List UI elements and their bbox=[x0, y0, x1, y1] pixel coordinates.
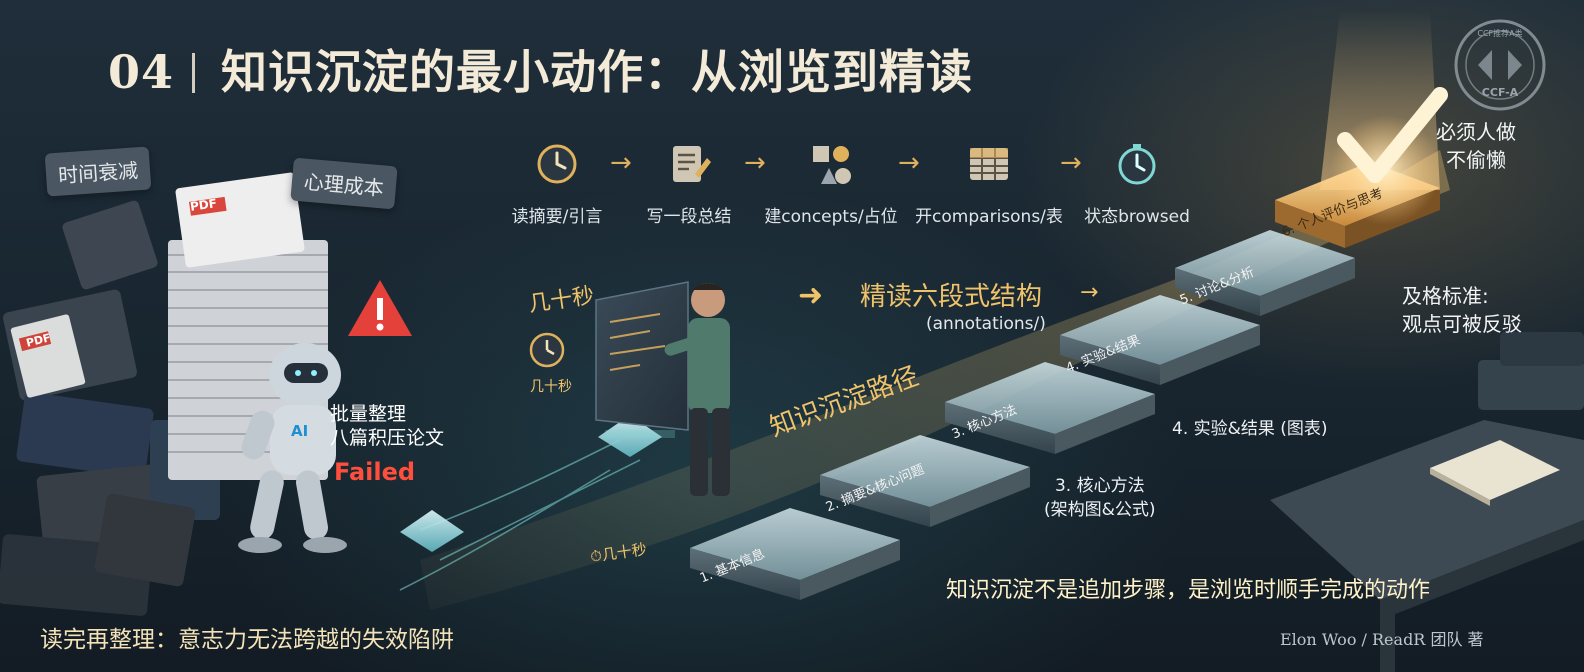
seconds-label: 几十秒 bbox=[530, 379, 572, 395]
method-annotation: 3. 核心方法 (架构图&公式) bbox=[1044, 474, 1156, 522]
must-note-line: 不偷懒 bbox=[1446, 148, 1506, 172]
workflow-step-label: 读摘要/引言 bbox=[511, 207, 603, 227]
method-annotation-line: 3. 核心方法 bbox=[1054, 476, 1145, 496]
robot-task-line: 八篇积压论文 bbox=[330, 427, 445, 449]
timer-icon bbox=[1118, 144, 1156, 185]
tag-psych-cost: 心理成本 bbox=[290, 157, 398, 210]
arrow-right-icon: ➜ bbox=[798, 278, 824, 313]
workflow-step-label: 状态browsed bbox=[1084, 207, 1190, 227]
arrow-right-icon: → bbox=[1080, 280, 1099, 305]
bottom-left-caption: 读完再整理：意志力无法跨越的失效陷阱 bbox=[40, 627, 454, 653]
table-icon bbox=[970, 148, 1008, 180]
title-text: 知识沉淀的最小动作：从浏览到精读 bbox=[221, 45, 974, 99]
workflow-step-label: 写一段总结 bbox=[646, 207, 732, 227]
experiment-annotation: 4. 实验&结果 (图表) bbox=[1172, 419, 1328, 439]
bottom-right-caption: 知识沉淀不是追加步骤，是浏览时顺手完成的动作 bbox=[946, 578, 1431, 603]
author-credit: Elon Woo / ReadR 团队 著 bbox=[1280, 630, 1484, 649]
workflow-step: 读摘要/引言 bbox=[482, 140, 632, 227]
must-note-line: 必须人做 bbox=[1436, 120, 1516, 144]
robot-ai-badge: AI bbox=[291, 422, 309, 440]
workflow-step: 写一段总结 bbox=[614, 140, 764, 227]
shapes-icon bbox=[813, 146, 851, 184]
structure-subtitle: (annotations/) bbox=[926, 314, 1046, 334]
workflow-row: 读摘要/引言 → 写一段总结 → 建concepts/占位 → bbox=[482, 140, 1212, 230]
seal-top-text: CCF推荐A类 bbox=[1477, 29, 1523, 38]
arrow-right-icon: → bbox=[1060, 148, 1082, 178]
workflow-step: 开comparisons/表 bbox=[914, 140, 1064, 227]
notepad-icon bbox=[673, 146, 711, 182]
robot-task: 批量整理 八篇积压论文 bbox=[330, 402, 444, 450]
workflow-step-label: 建concepts/占位 bbox=[764, 207, 898, 227]
clock-icon bbox=[529, 332, 565, 368]
pass-note-line: 观点可被反驳 bbox=[1402, 312, 1522, 336]
arrow-right-icon: → bbox=[610, 148, 632, 178]
must-note: 必须人做 不偷懒 bbox=[1436, 118, 1516, 174]
method-annotation-line: (架构图&公式) bbox=[1044, 500, 1156, 520]
workflow-step-label: 开comparisons/表 bbox=[915, 207, 1063, 227]
seal-bottom-text: CCF-A bbox=[1481, 86, 1519, 99]
title-divider bbox=[192, 53, 196, 93]
pass-note-line: 及格标准: bbox=[1402, 284, 1489, 308]
clock-icon bbox=[537, 144, 577, 184]
page-title: 04 知识沉淀的最小动作：从浏览到精读 bbox=[108, 36, 973, 102]
title-number: 04 bbox=[108, 45, 175, 99]
tag-time-decay: 时间衰减 bbox=[44, 146, 152, 197]
arrow-right-icon: → bbox=[898, 148, 920, 178]
robot-task-line: 批量整理 bbox=[330, 403, 407, 425]
pass-note: 及格标准: 观点可被反驳 bbox=[1402, 282, 1522, 338]
structure-title: 精读六段式结构 bbox=[860, 282, 1043, 312]
workflow-step: 建concepts/占位 bbox=[756, 140, 906, 227]
arrow-right-icon: → bbox=[744, 148, 766, 178]
workflow-step: 状态browsed bbox=[1062, 140, 1212, 227]
robot-status-failed: Failed bbox=[334, 458, 416, 486]
